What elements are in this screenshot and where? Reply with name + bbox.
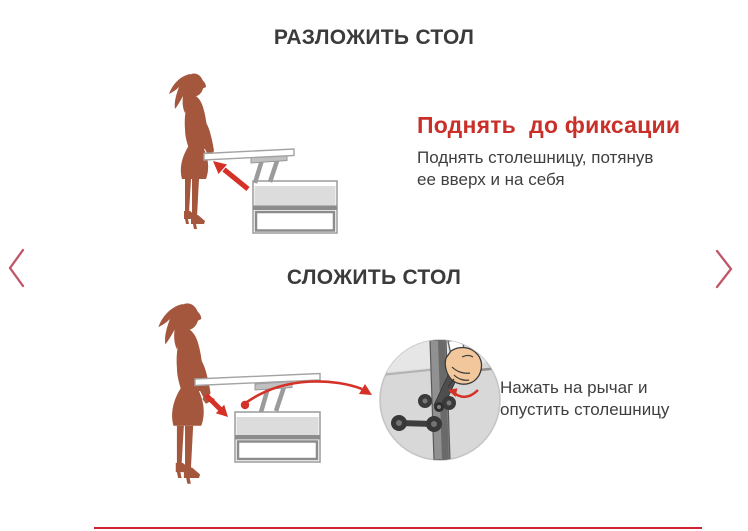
fold-step-line1: Нажать на рычаг и xyxy=(500,378,648,397)
red-arrow-down-icon xyxy=(204,393,228,417)
unfold-step-line2: ее вверх и на себя xyxy=(417,170,565,189)
hand-pressing-lever xyxy=(444,340,483,388)
chevron-left-icon[interactable] xyxy=(6,247,28,289)
fold-section-title: СЛОЖИТЬ СТОЛ xyxy=(286,266,462,289)
mechanism-knobs xyxy=(391,394,456,432)
red-arrow-up-icon xyxy=(213,161,250,191)
bottom-accent-line xyxy=(94,527,702,529)
unfold-step-description: Поднять столешницу, потянув ее вверх и н… xyxy=(417,147,653,191)
unfold-illustration xyxy=(169,73,338,234)
unfold-step-line1: Поднять столешницу, потянув xyxy=(417,148,654,167)
chevron-right-icon[interactable] xyxy=(712,248,736,290)
transform-table-unfolded xyxy=(203,148,338,234)
fold-step-description: Нажать на рычаг и опустить столешницу xyxy=(500,377,669,421)
transform-table-folded xyxy=(194,372,321,463)
fold-illustration xyxy=(158,303,501,484)
red-lever-arrow-icon xyxy=(448,388,479,398)
woman-silhouette xyxy=(158,303,216,484)
fold-step-line2: опустить столешницу xyxy=(500,400,670,419)
unfold-step-heading: Поднять до фиксации xyxy=(417,112,681,138)
red-curve-pointer xyxy=(240,380,372,410)
lever-inset-circle xyxy=(379,339,501,461)
unfold-section-title: РАЗЛОЖИТЬ СТОЛ xyxy=(273,26,475,49)
woman-silhouette xyxy=(169,73,218,229)
